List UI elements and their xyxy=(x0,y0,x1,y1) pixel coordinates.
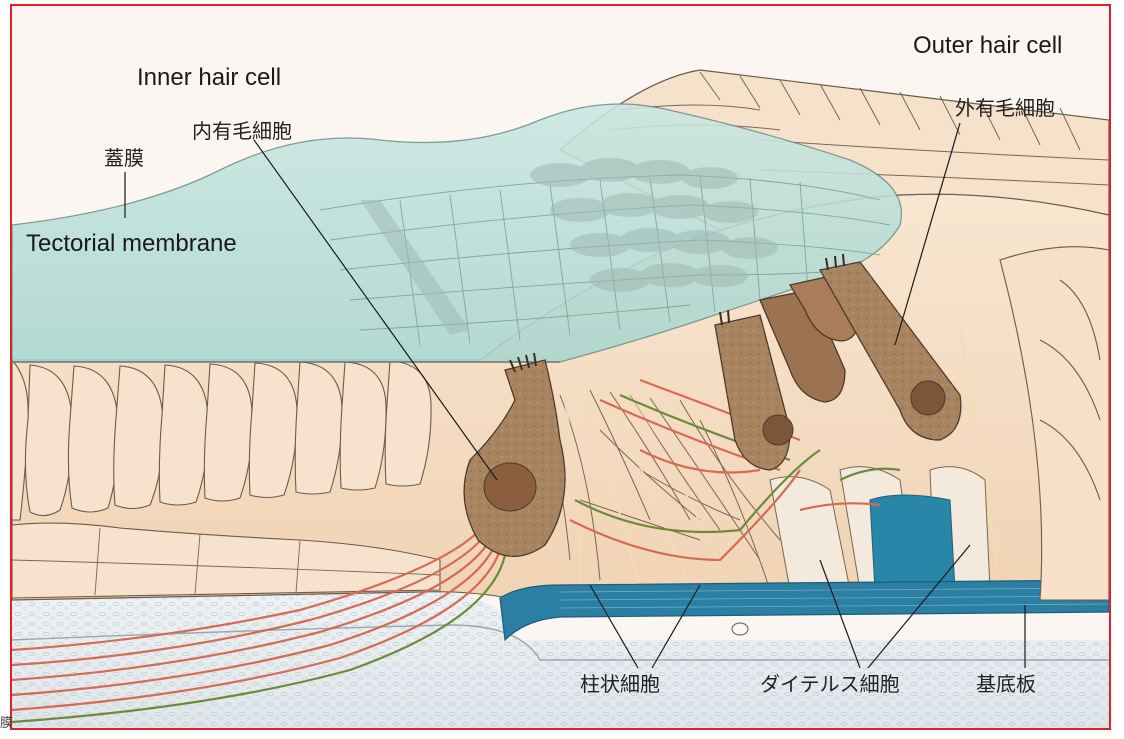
tunnel-fluid xyxy=(870,495,955,590)
inner-hair-cell-label-jp: 内有毛細胞 xyxy=(192,121,292,141)
page-edge-text: 膜 xyxy=(0,712,13,731)
limbus-cells xyxy=(12,360,440,598)
inner-hair-cell-label-en: Inner hair cell xyxy=(137,66,281,90)
deiters-cells-label-jp: ダイテルス細胞 xyxy=(760,674,900,694)
outer-hair-cell-label-en: Outer hair cell xyxy=(913,34,1062,58)
outer-hair-cell-label-jp: 外有毛細胞 xyxy=(955,98,1055,118)
tectorial-membrane-label-en: Tectorial membrane xyxy=(26,232,237,256)
tectorial-membrane-label-jp: 蓋膜 xyxy=(104,148,144,168)
pillar-cells-label-jp: 柱状細胞 xyxy=(580,674,660,694)
basilar-membrane-label-jp: 基底板 xyxy=(976,674,1036,694)
